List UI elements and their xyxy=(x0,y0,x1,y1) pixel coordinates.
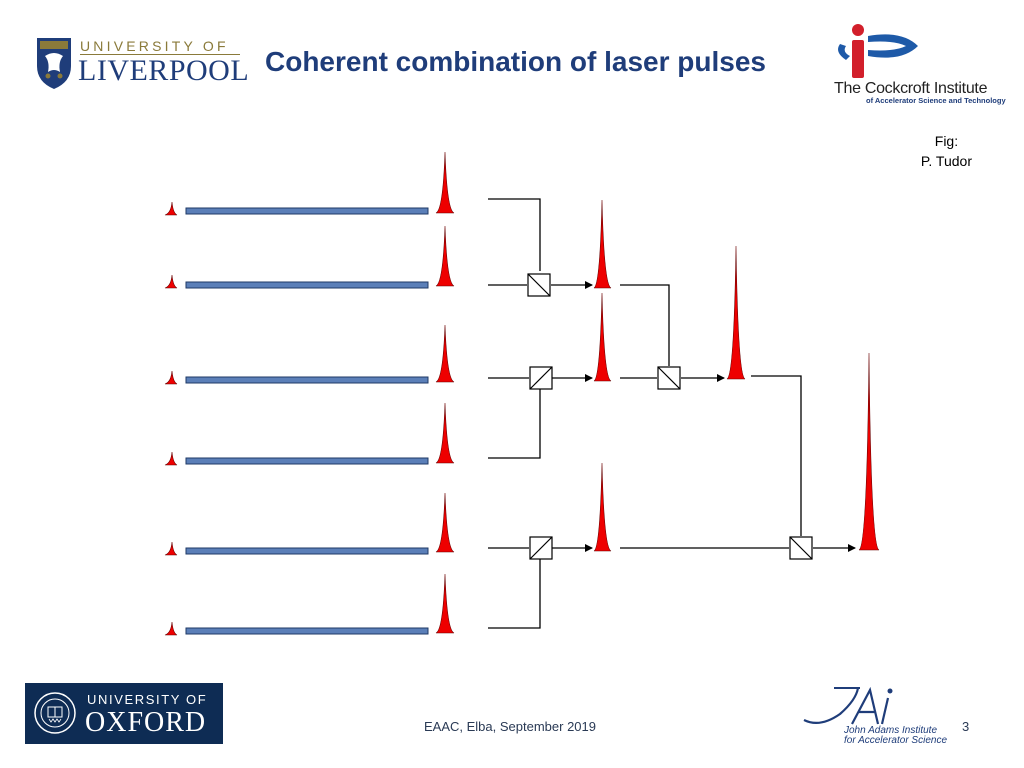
university-of-liverpool-logo: UNIVERSITY OF LIVERPOOL xyxy=(36,36,250,92)
stage3-beam-paths xyxy=(620,375,856,552)
stage1-pulses xyxy=(593,199,612,552)
beam-path xyxy=(620,284,670,366)
fiber-amplifier xyxy=(185,376,429,384)
stage1-beam-paths xyxy=(488,198,593,629)
combined-pulse xyxy=(593,199,612,289)
jai-logo-line2: for Accelerator Science xyxy=(844,735,948,746)
combined-pulse xyxy=(593,462,612,552)
amplified-pulse xyxy=(435,225,455,287)
amplified-pulse xyxy=(435,324,455,383)
liverpool-logo-line2: LIVERPOOL xyxy=(78,54,250,87)
fiber-amplifier xyxy=(185,547,429,555)
beam-path xyxy=(751,375,802,536)
liverpool-logo-line1: UNIVERSITY OF xyxy=(80,38,229,54)
liverpool-shield-icon xyxy=(37,38,71,89)
cockcroft-logo-line1: The Cockcroft Institute xyxy=(834,80,988,97)
beam-splitter xyxy=(529,366,553,390)
oxford-logo-line2: OXFORD xyxy=(85,707,207,738)
input-pulse xyxy=(164,201,178,216)
combined-pulse xyxy=(593,292,612,382)
input-pulse xyxy=(164,541,178,556)
fiber-amplifier xyxy=(185,457,429,465)
cockcroft-logo-line2: of Accelerator Science and Technology xyxy=(866,96,1006,105)
stage1-beam-splitters xyxy=(527,273,553,560)
page-number: 3 xyxy=(962,719,970,734)
input-pulse xyxy=(164,621,178,636)
jai-logo-line1: John Adams Institute xyxy=(844,725,938,736)
figure-credit-line2: P. Tudor xyxy=(920,153,972,169)
liverpool-logo-rule xyxy=(80,54,240,55)
fiber-amplifier xyxy=(185,207,429,215)
beam-path xyxy=(488,198,541,271)
fiber-amplifier xyxy=(185,281,429,289)
input-pulse xyxy=(164,274,178,289)
beam-path xyxy=(488,559,541,629)
university-of-oxford-logo: UNIVERSITY OF OXFORD xyxy=(25,683,223,744)
stage3-beam-splitter xyxy=(789,536,813,560)
input-pulses xyxy=(164,201,178,636)
input-pulse xyxy=(164,451,178,466)
john-adams-institute-logo: John Adams Institute for Accelerator Sci… xyxy=(800,684,950,748)
footer-event-text: EAAC, Elba, September 2019 xyxy=(424,719,596,734)
figure-credit: Fig: P. Tudor xyxy=(921,131,972,171)
fiber-amplifier xyxy=(185,627,429,635)
figure-credit-line1: Fig: xyxy=(934,133,959,149)
beam-path xyxy=(488,389,541,459)
amplified-pulses xyxy=(435,151,455,634)
amplified-pulse xyxy=(435,573,455,634)
beam-splitter xyxy=(529,536,553,560)
final-combined-pulse xyxy=(858,352,880,551)
amplified-pulse xyxy=(435,402,455,464)
oxford-seal-icon xyxy=(34,692,76,734)
amplified-pulse xyxy=(435,492,455,553)
cockcroft-institute-logo: The Cockcroft Institute of Accelerator S… xyxy=(832,22,1006,108)
jai-mark-icon xyxy=(803,686,893,725)
amplified-pulse xyxy=(435,151,455,214)
beam-splitter xyxy=(527,273,551,297)
oxford-logo-line1: UNIVERSITY OF xyxy=(87,692,208,707)
stage2-pulse xyxy=(726,245,746,380)
fiber-amplifiers xyxy=(185,207,429,635)
stage2-beam-paths xyxy=(620,284,725,382)
cockcroft-mark-icon xyxy=(838,24,918,78)
input-pulse xyxy=(164,370,178,385)
stage2-beam-splitter xyxy=(657,366,681,390)
page-title: Coherent combination of laser pulses xyxy=(265,46,766,77)
